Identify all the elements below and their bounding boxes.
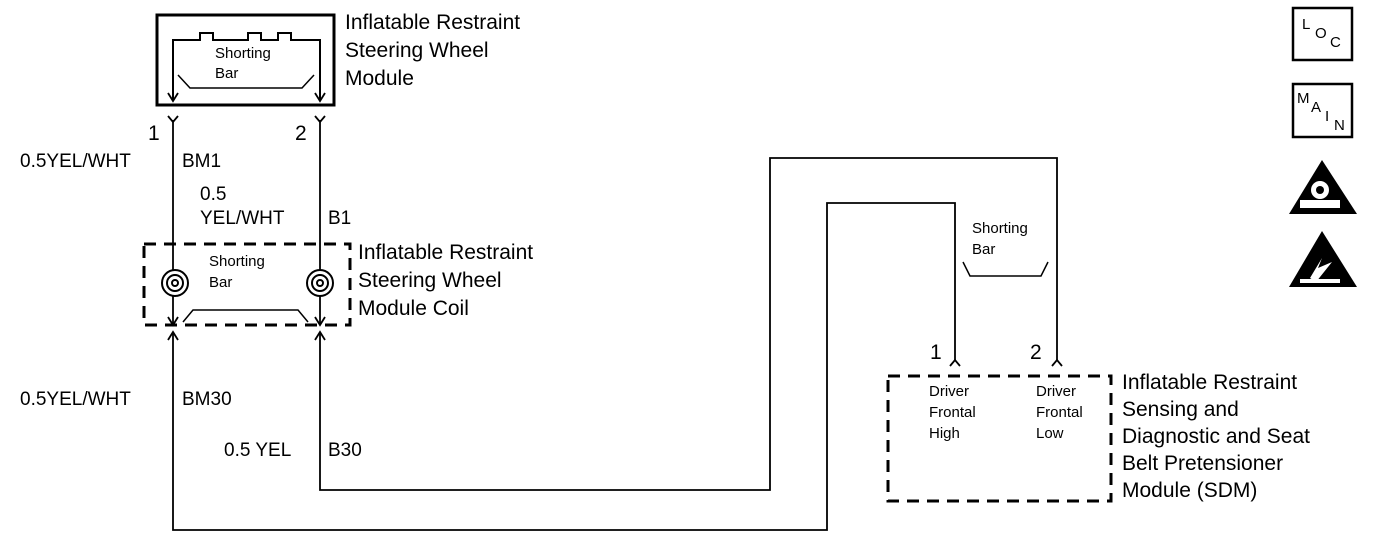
svg-text:N: N — [1334, 117, 1345, 134]
svg-text:O: O — [1315, 25, 1327, 42]
loc-icon[interactable]: L O C — [1291, 6, 1354, 62]
coil-title-line1: Inflatable Restraint — [358, 241, 533, 264]
wires — [167, 120, 1063, 531]
sdm-title-line2: Sensing and — [1122, 398, 1239, 421]
wire-label-bm1-circuit: BM1 — [182, 151, 221, 172]
sdm-pin1-label-line1: Driver — [929, 383, 969, 400]
svg-text:A: A — [1311, 99, 1321, 116]
airbag-warning-icon[interactable] — [1289, 160, 1357, 214]
wire-label-bm30-color: 0.5YEL/WHT — [20, 389, 131, 410]
module-title-line3: Module — [345, 67, 414, 90]
wire-label-b30-color: 0.5 YEL — [224, 440, 291, 461]
sdm-title-line4: Belt Pretensioner — [1122, 452, 1283, 475]
sdm-pin2-label-line2: Frontal — [1036, 404, 1083, 421]
steering-wheel-module: Shorting Bar Inflatable Restraint Steeri… — [155, 11, 520, 107]
module-pin-2: 2 — [295, 122, 307, 145]
sdm-shorting-bar-line1: Shorting — [972, 220, 1028, 237]
sdm-module: Shorting Bar 1 2 Driver Frontal High Dri… — [886, 220, 1310, 503]
wire-label-b30-circuit: B30 — [328, 440, 362, 461]
sdm-title-line1: Inflatable Restraint — [1122, 371, 1297, 394]
sdm-shorting-bar-line2: Bar — [972, 241, 995, 258]
sdm-pin1-label-line2: Frontal — [929, 404, 976, 421]
module-pin-1: 1 — [148, 122, 160, 145]
coil-shorting-bar-line2: Bar — [209, 274, 232, 291]
wire-label-b1-circuit: B1 — [328, 208, 351, 229]
steering-wheel-coil: Shorting Bar Inflatable Restraint Steeri… — [142, 241, 533, 327]
esd-warning-icon[interactable] — [1289, 231, 1357, 287]
sdm-title-line3: Diagnostic and Seat — [1122, 425, 1310, 448]
wire-label-b1-gauge: 0.5 — [200, 184, 226, 205]
wire-label-bm1-color: 0.5YEL/WHT — [20, 151, 131, 172]
sdm-pin-1: 1 — [930, 341, 942, 364]
svg-text:I: I — [1325, 108, 1329, 125]
module-shorting-bar-line1: Shorting — [215, 45, 271, 62]
wire-label-b1-color: YEL/WHT — [200, 208, 285, 229]
module-title-line1: Inflatable Restraint — [345, 11, 520, 34]
sdm-pin2-label-line3: Low — [1036, 425, 1064, 442]
sdm-pin2-label-line1: Driver — [1036, 383, 1076, 400]
module-shorting-bar-line2: Bar — [215, 65, 238, 82]
coil-shorting-bar-line1: Shorting — [209, 253, 265, 270]
svg-text:C: C — [1330, 34, 1341, 51]
sdm-pin-2: 2 — [1030, 341, 1042, 364]
coil-title-line2: Steering Wheel — [358, 269, 502, 292]
svg-text:M: M — [1297, 90, 1310, 107]
sdm-pin1-label-line3: High — [929, 425, 960, 442]
module-title-line2: Steering Wheel — [345, 39, 489, 62]
sdm-title-line5: Module (SDM) — [1122, 479, 1257, 502]
svg-text:L: L — [1302, 16, 1310, 33]
main-icon[interactable]: M A I N — [1291, 82, 1354, 139]
coil-title-line3: Module Coil — [358, 297, 469, 320]
wire-label-bm30-circuit: BM30 — [182, 389, 232, 410]
